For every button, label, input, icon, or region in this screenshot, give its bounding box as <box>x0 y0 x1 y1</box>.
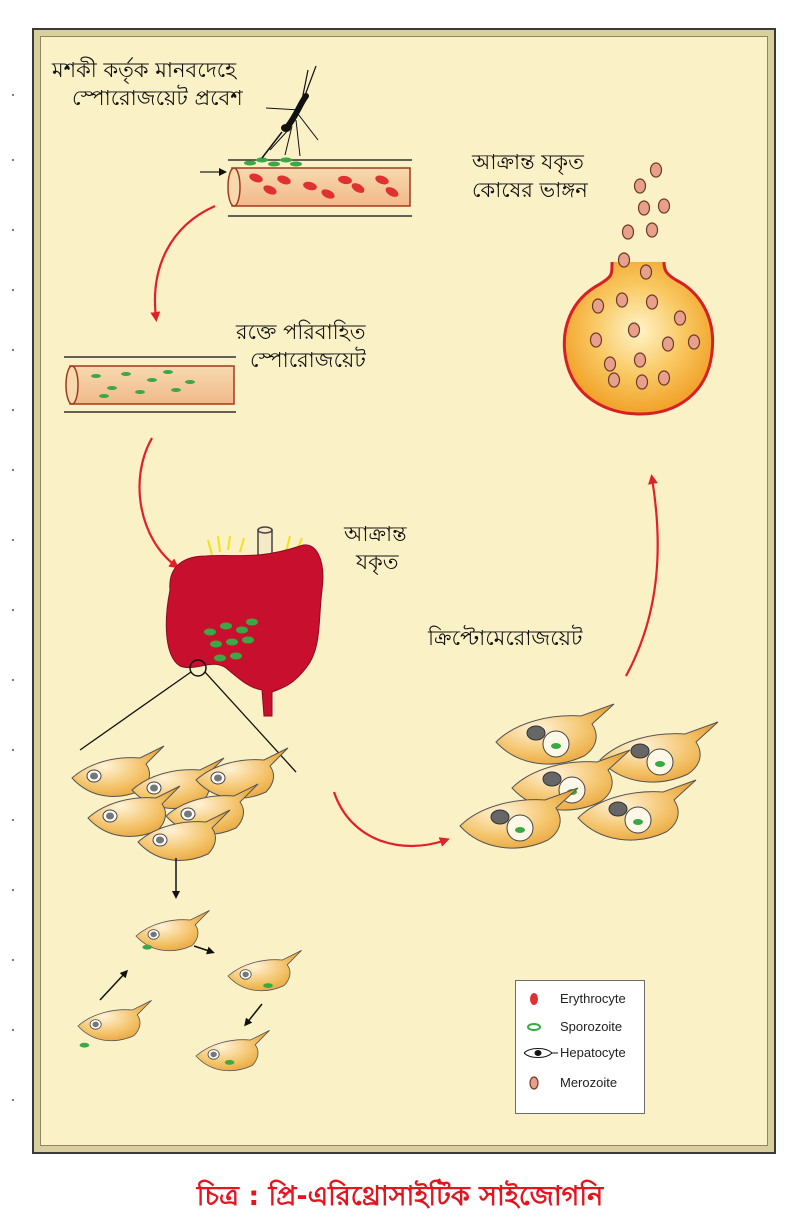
legend: Erythrocyte Sporozoite Hepatocyte Merozo… <box>515 980 645 1114</box>
hepatocyte-icon <box>524 1048 558 1058</box>
label-blood-sporozoite: রক্তে পরিবাহিত স্পোরোজয়েট <box>236 318 366 374</box>
sporozoite-icon <box>527 1023 541 1031</box>
hepatocyte-cluster <box>71 745 289 861</box>
legend-label: Hepatocyte <box>560 1045 626 1060</box>
liver-icon <box>165 526 324 717</box>
figure-caption: চিত্র : প্রি-এরিথ্রোসাইটিক সাইজোগনি <box>0 1176 800 1221</box>
label-infected-liver: আক্রান্ত যকৃত <box>344 520 407 576</box>
label-line: আক্রান্ত <box>344 522 407 546</box>
caption-prefix: চিত্র : <box>196 1181 269 1212</box>
label-line: ক্রিপ্টোমেরোজয়েট <box>428 626 583 650</box>
label-line: মশকী কর্তৃক মানবদেহে <box>52 58 237 82</box>
arrow-to-cryptomerozoite <box>332 791 450 848</box>
caption-text: প্রি-এরিথ্রোসাইটিক সাইজোগনি <box>268 1181 604 1212</box>
top-blood-vessel <box>200 157 412 217</box>
label-line: রক্তে পরিবাহিত <box>236 320 366 344</box>
legend-label: Merozoite <box>560 1075 618 1090</box>
erythrocyte-icon <box>530 993 538 1005</box>
arrow-to-liver <box>138 437 180 569</box>
label-line: কোষের ভাঙ্গন <box>472 178 588 202</box>
label-line: স্পোরোজয়েট প্রবেশ <box>72 86 243 110</box>
sporozoite-invasion-cycle <box>77 910 303 1072</box>
label-mosquito-entry: মশকী কর্তৃক মানবদেহে স্পোরোজয়েট প্রবেশ <box>52 56 243 112</box>
label-line: আক্রান্ত যকৃত <box>472 150 584 174</box>
legend-label: Sporozoite <box>560 1019 623 1034</box>
ruptured-liver-cell <box>562 162 715 416</box>
arrow-to-blood <box>150 204 216 322</box>
mosquito-icon <box>261 65 319 159</box>
scan-edge-dots <box>12 94 14 1101</box>
label-line: স্পোরোজয়েট <box>250 348 366 372</box>
cryptomerozoite-cluster <box>459 703 719 849</box>
label-line: যকৃত <box>356 550 399 574</box>
label-cryptomerozoite: ক্রিপ্টোমেরোজয়েট <box>428 624 582 652</box>
legend-label: Erythrocyte <box>560 991 626 1006</box>
blood-vessel-with-sporozoites <box>64 356 236 413</box>
label-liver-cell-rupture: আক্রান্ত যকৃত কোষের ভাঙ্গন <box>472 148 588 204</box>
arrow-to-rupture <box>625 474 659 677</box>
merozoite-icon <box>529 1076 539 1090</box>
